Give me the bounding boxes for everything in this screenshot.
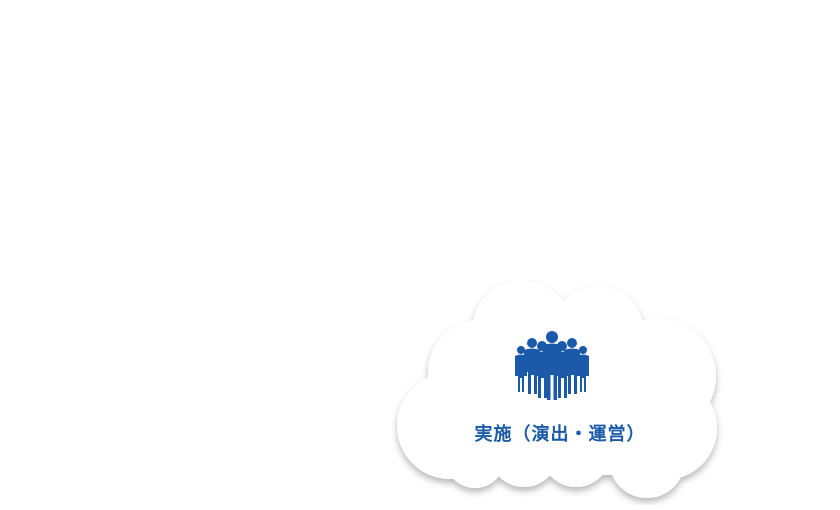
implementation-cloud: 実施（演出・運営）: [390, 280, 730, 505]
cloud-shape: [397, 280, 717, 498]
cloud-label: 実施（演出・運営）: [474, 424, 646, 445]
people-group-icon: [515, 331, 589, 400]
